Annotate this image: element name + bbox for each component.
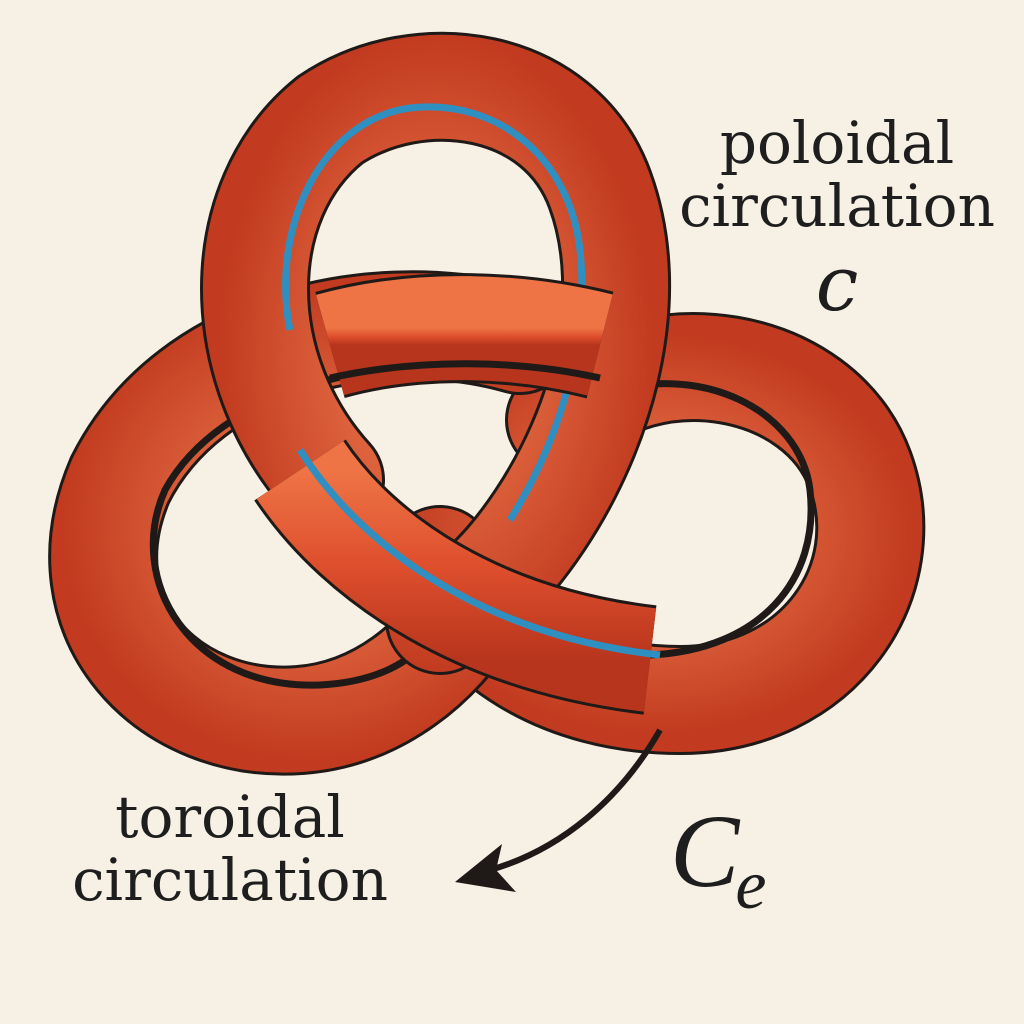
- poloidal-circulation-word: circulation: [679, 171, 995, 240]
- toroidal-word: toroidal: [115, 783, 345, 851]
- poloidal-word: poloidal: [719, 109, 955, 177]
- ce-subscript: e: [735, 847, 767, 924]
- toroidal-circulation-label: toroidal circulation: [70, 786, 390, 911]
- ce-symbol: Ce: [670, 792, 766, 924]
- poloidal-symbol: c: [815, 239, 859, 329]
- poloidal-circulation-label: poloidal circulation c: [668, 112, 1006, 325]
- toroidal-circulation-word: circulation: [72, 845, 388, 914]
- overpass-lower: [254, 438, 661, 715]
- overpass-upper: [315, 273, 614, 399]
- circulation-arrow: [455, 728, 663, 892]
- toroidal-line-right: [598, 380, 815, 659]
- ce-main: C: [670, 794, 740, 909]
